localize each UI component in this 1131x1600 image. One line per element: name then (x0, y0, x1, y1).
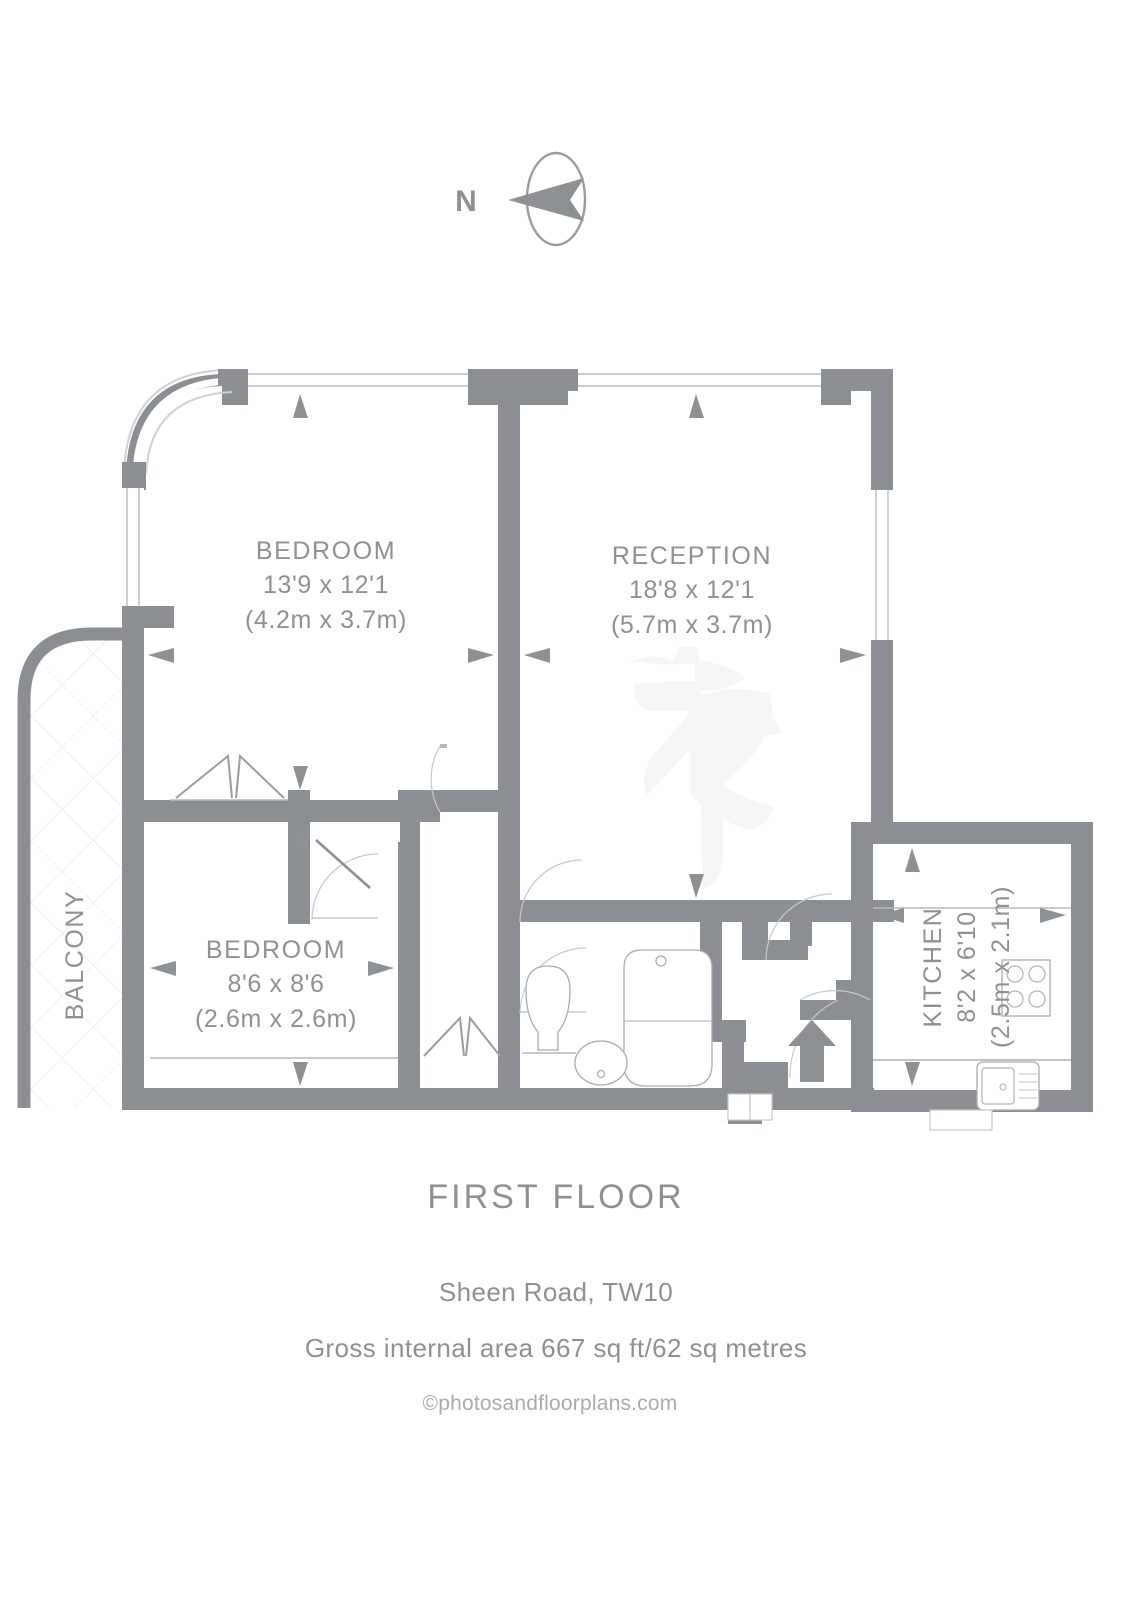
building-walls (122, 369, 1093, 1124)
bathroom-fixtures (522, 949, 713, 1087)
dimension-markers (148, 394, 1066, 1086)
balcony-area: BALCONY (17, 627, 138, 1108)
copyright-label: ©photosandfloorplans.com (423, 1392, 678, 1415)
dim-arrow-kitchen-right (1040, 908, 1066, 923)
reception-name: RECEPTION (612, 542, 772, 570)
bath-tub (623, 949, 713, 1087)
wall-kitchen-bottom (851, 1090, 1093, 1112)
wall-entry-e (800, 1000, 854, 1020)
dim-arrow-bed2-bottom (293, 1062, 308, 1086)
balcony-label: BALCONY (61, 890, 89, 1021)
wall-bedroom2-right (398, 800, 420, 1090)
window-reception-top (578, 369, 823, 391)
watermark-logo (625, 647, 781, 889)
dim-arrow-bedroom-left (148, 648, 174, 663)
balcony-floor-hatch (18, 628, 138, 1108)
dim-arrow-reception-top (689, 394, 704, 418)
bedroom-main-dim-metric: (4.2m x 3.7m) (245, 606, 407, 634)
balcony-railing-wall (17, 627, 138, 1108)
sink-bowl (981, 1067, 1015, 1105)
wall-entry-c (790, 900, 812, 946)
bath-tap-icon (655, 955, 667, 967)
door-swing-reception (519, 859, 583, 923)
basin-drain-icon (596, 1069, 606, 1079)
bottom-small-boxes (727, 1093, 773, 1121)
kitchen-appliance (929, 1109, 993, 1131)
compass-rose: N (455, 151, 587, 247)
door-swing-hall-a (430, 745, 441, 813)
dim-arrow-kitchen-bottom (905, 1062, 920, 1086)
dim-arrow-bedroom-top (293, 394, 308, 418)
wall-left-main (122, 606, 144, 1110)
compass-north-label: N (455, 185, 477, 218)
door-swing-kitchen (799, 990, 871, 1001)
kitchen-dim-imperial: 8'2 x 6'10 (953, 911, 981, 1022)
room-labels: BEDROOM 13'9 x 12'1 (4.2m x 3.7m) RECEPT… (195, 537, 1015, 1048)
wardrobe-main-bedroom (170, 753, 288, 801)
wall-hall-vert-b (722, 1020, 744, 1110)
bedroom-main-name: BEDROOM (256, 537, 396, 565)
bedroom-main-dim-imperial: 13'9 x 12'1 (263, 571, 389, 599)
dim-arrow-bedroom-right (468, 648, 494, 663)
wall-entry-f (744, 1062, 788, 1088)
entrance-arrow-icon (788, 1020, 836, 1082)
kitchen-name: KITCHEN (919, 907, 947, 1028)
reception-dim-imperial: 18'8 x 12'1 (629, 576, 755, 604)
dim-arrow-reception-bottom (689, 874, 704, 898)
address-label: Sheen Road, TW10 (439, 1277, 673, 1307)
area-label: Gross internal area 667 sq ft/62 sq metr… (305, 1333, 807, 1363)
dim-arrow-bed2-right (368, 961, 394, 976)
wall-pier-b (468, 369, 498, 405)
wall-kitchen-right (1071, 822, 1093, 1112)
window-bedroom-top (246, 369, 470, 391)
bedroom-second-dim-metric: (2.6m x 2.6m) (195, 1005, 357, 1033)
bay-curve-outer-line (123, 369, 225, 473)
bedroom-second-name: BEDROOM (206, 936, 346, 964)
reception-dim-metric: (5.7m x 3.7m) (611, 611, 773, 639)
wall-reception-bottom (498, 900, 894, 922)
door-swings (311, 744, 871, 1079)
kitchen-sink (976, 1061, 1040, 1111)
bay-pier-bottom (122, 462, 146, 490)
dim-arrow-bedroom-bottom (293, 766, 308, 790)
wall-bedroom-reception-divider (498, 369, 520, 921)
wardrobe-second-bedroom (150, 1015, 501, 1059)
bay-window-glass (132, 377, 229, 474)
dim-arrow-kitchen-top (905, 848, 920, 872)
closet-door-leaf (315, 839, 371, 889)
closet-interior (310, 822, 400, 842)
dim-arrow-bed2-top (293, 826, 308, 850)
kitchen-hob (1001, 959, 1051, 1017)
wall-right-reception-lower (871, 640, 893, 840)
wall-left-nib-top (144, 606, 174, 628)
bay-pier-top (218, 369, 234, 385)
window-reception-right (871, 490, 893, 650)
dim-arrow-reception-right (840, 648, 866, 663)
door-swing-closet (311, 853, 379, 921)
kitchen-dim-metric: (2.5m x 2.1m) (987, 886, 1015, 1048)
dim-arrow-reception-left (524, 648, 550, 663)
door-swing-entry-a (765, 893, 833, 961)
bay-curve-inner-line (145, 391, 233, 475)
wall-kitchen-left (851, 822, 873, 1112)
wall-bottom-main (122, 1088, 742, 1110)
dim-arrow-kitchen-left (878, 908, 904, 923)
wash-basin (574, 1040, 628, 1086)
window-bedroom-left (122, 488, 144, 614)
title-block: FIRST FLOOR Sheen Road, TW10 Gross inter… (305, 1178, 807, 1415)
wc-toilet (525, 965, 571, 1051)
wall-kitchen-top (851, 822, 1093, 844)
floor-title: FIRST FLOOR (427, 1178, 684, 1216)
kitchen-fixtures (873, 907, 1071, 1131)
bedroom-second-dim-imperial: 8'6 x 8'6 (228, 970, 325, 998)
compass-needle-icon (508, 178, 584, 221)
wall-closet-left (288, 790, 310, 924)
wall-bathroom-left (498, 920, 520, 1090)
dim-arrow-bed2-left (150, 961, 176, 976)
wall-pier-d (821, 369, 851, 405)
wall-hall-top (398, 790, 508, 812)
